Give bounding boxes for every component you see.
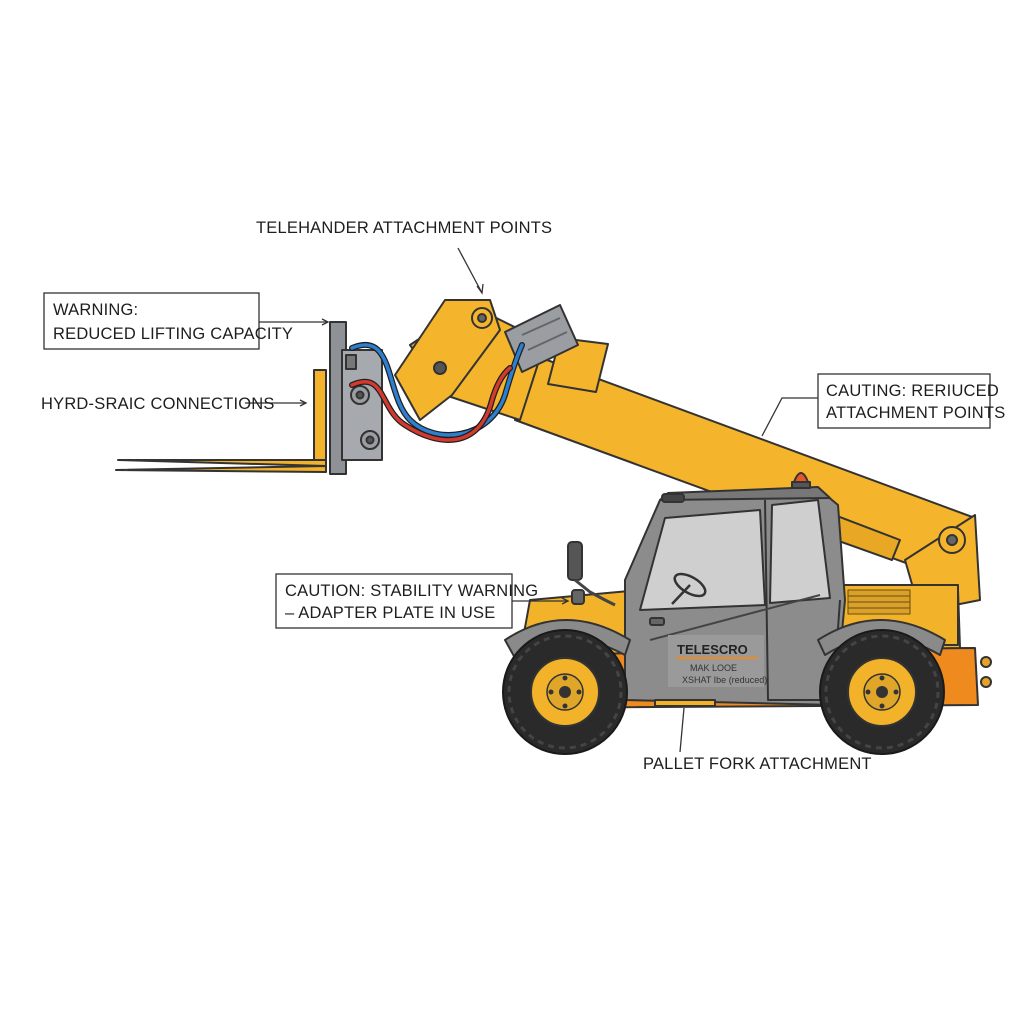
decal-line-2: XSHAT Ibe (reduced) bbox=[682, 675, 767, 685]
caution-box bbox=[275, 573, 513, 629]
cab-step bbox=[654, 699, 716, 707]
callouts bbox=[43, 247, 991, 753]
warning-box bbox=[43, 292, 260, 350]
rear-wheel bbox=[819, 629, 945, 755]
label-warning-line-2: REDUCED LIFTING CAPACITY bbox=[53, 325, 293, 343]
label-hydraulic-connections: HYRD-SRAIC CONNECTIONS bbox=[41, 395, 275, 413]
decal-brand: TELESCRO bbox=[677, 642, 748, 657]
label-cauting-line-2: ATTACHMENT POINTS bbox=[826, 404, 1005, 422]
mirror-icon bbox=[567, 541, 616, 607]
boom-head-arm bbox=[394, 299, 501, 421]
label-attachment-points: TELEHANDER ATTACHMENT POINTS bbox=[256, 219, 552, 237]
cab-window-front bbox=[639, 509, 766, 611]
label-caution-line-1: CAUTION: STABILITY WARNING bbox=[285, 582, 538, 600]
fork-tine-lower bbox=[115, 465, 327, 473]
cauting-box bbox=[817, 373, 991, 429]
engine-grille bbox=[847, 589, 911, 615]
label-cauting-line-1: CAUTING: RERIUCED bbox=[826, 382, 999, 400]
label-pallet-fork: PALLET FORK ATTACHMENT bbox=[643, 755, 872, 773]
decal-line-1: MAK LOOE bbox=[690, 663, 737, 673]
label-caution-line-2: – ADAPTER PLATE IN USE bbox=[285, 604, 495, 622]
hydraulic-hoses bbox=[349, 342, 525, 443]
cab-window-door bbox=[769, 499, 831, 604]
fork-tine-upper bbox=[117, 459, 327, 467]
label-warning-line-1: WARNING: bbox=[53, 301, 138, 319]
fork-upright bbox=[313, 369, 327, 471]
front-wheel bbox=[502, 629, 628, 755]
decal-panel bbox=[668, 635, 764, 687]
fork-attachment bbox=[115, 321, 383, 475]
steering-wheel-icon bbox=[671, 572, 707, 605]
beacon-icon bbox=[791, 472, 811, 489]
